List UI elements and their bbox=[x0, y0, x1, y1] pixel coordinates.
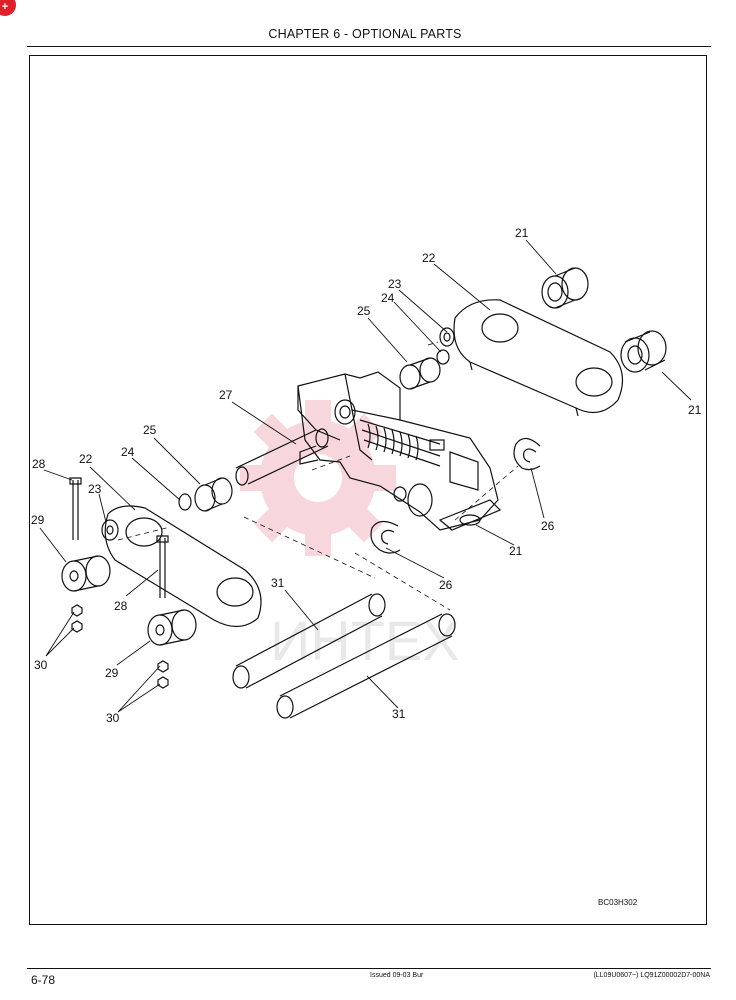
callout: 24 bbox=[121, 445, 135, 459]
spacer-25-upper bbox=[399, 357, 441, 390]
bushing-21-lower bbox=[620, 330, 667, 373]
callout: 23 bbox=[388, 277, 402, 291]
bolt-28-right bbox=[156, 535, 169, 598]
pin-31-lower bbox=[276, 613, 456, 719]
figure-frame bbox=[29, 55, 707, 925]
clip-26-upper bbox=[513, 437, 541, 471]
header-rule bbox=[27, 46, 711, 47]
leader-lines bbox=[39, 239, 692, 713]
link-plate-left bbox=[104, 505, 262, 628]
boss-29-right bbox=[147, 609, 197, 646]
callout: 30 bbox=[34, 658, 48, 672]
callout: 23 bbox=[88, 482, 102, 496]
washer-24-lower bbox=[178, 493, 192, 511]
nuts-30-left bbox=[71, 604, 83, 633]
callout: 27 bbox=[219, 388, 233, 402]
callout: 21 bbox=[509, 544, 523, 558]
page-title: CHAPTER 6 - OPTIONAL PARTS bbox=[268, 27, 462, 41]
callout: 22 bbox=[79, 452, 93, 466]
callout: 31 bbox=[271, 576, 285, 590]
callout: 25 bbox=[143, 423, 157, 437]
bushing-21-upper bbox=[541, 267, 589, 309]
washer-23-upper bbox=[439, 327, 455, 347]
callout: 29 bbox=[31, 513, 45, 527]
callout: 29 bbox=[105, 666, 119, 680]
callout: 22 bbox=[422, 251, 436, 265]
spacer-25-lower bbox=[194, 477, 233, 512]
callout: 28 bbox=[32, 457, 46, 471]
corner-badge: + bbox=[0, 0, 16, 16]
clip-26-lower bbox=[370, 520, 401, 554]
callout: 21 bbox=[515, 226, 529, 240]
washer-23-lower bbox=[101, 519, 119, 541]
callout: 30 bbox=[106, 711, 120, 725]
issued-note: Issued 09-03 Bur bbox=[370, 972, 424, 979]
watermark-text: ИНТЕХ bbox=[270, 609, 460, 672]
callout: 28 bbox=[114, 599, 128, 613]
washer-24-upper bbox=[436, 349, 450, 365]
document-code: (LL09U0607~) LQ91Z00002D7-00NA bbox=[593, 972, 710, 979]
callout: 31 bbox=[392, 707, 406, 721]
callout: 25 bbox=[357, 304, 371, 318]
page-number: 6-78 bbox=[31, 973, 56, 987]
assembly-lines bbox=[117, 341, 519, 611]
link-plate-right bbox=[453, 299, 624, 417]
pin-31-upper bbox=[232, 593, 386, 689]
callout: 24 bbox=[381, 291, 395, 305]
callouts: 21 21 21 22 22 23 23 24 24 25 25 26 26 2… bbox=[31, 226, 702, 725]
footer-rule bbox=[27, 968, 711, 969]
watermark: ИНТЕХ bbox=[240, 400, 460, 672]
callout: 26 bbox=[541, 519, 555, 533]
pin-27 bbox=[235, 428, 329, 486]
boss-29-left bbox=[61, 555, 111, 592]
bolt-28-left bbox=[69, 477, 82, 540]
callout: 26 bbox=[439, 578, 453, 592]
callout: 21 bbox=[688, 403, 702, 417]
figure-code: BC03H302 bbox=[598, 898, 638, 907]
